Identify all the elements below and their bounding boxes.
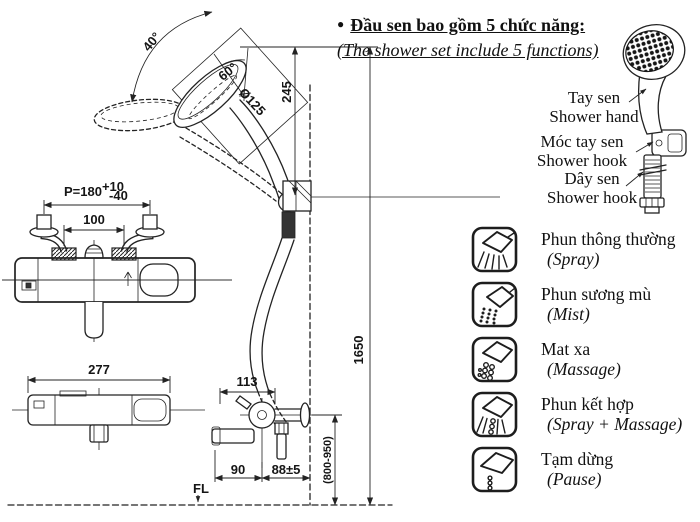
dim-center-distance: 100 [83,212,105,227]
function-label-en: (Spray) [547,249,600,269]
function-row-pause: Tạm dừng (Pause) [471,446,682,493]
function-label-vi: Mat xa [541,339,591,359]
function-row-massage: Mat xa (Massage) [471,336,682,383]
function-row-mist: Phun sương mù (Mist) [471,281,682,328]
faucet-top-view [12,388,205,450]
part-label-en: Shower hand [549,107,639,126]
section-header: ● Đầu sen bao gồm 5 chức năng: (The showe… [337,12,598,63]
function-label-en: (Pause) [547,469,602,489]
function-list: Phun thông thường (Spray) Phun sương mù … [471,226,682,501]
dim-wall-offset: 88±5 [272,462,301,477]
header-title-vietnamese: Đầu sen bao gồm 5 chức năng: [350,15,586,35]
bullet-icon: ● [337,17,345,31]
function-row-spray-massage: Phun kết hợp (Spray + Massage) [471,391,682,438]
wall-floor-lines [7,84,393,506]
function-label-vi: Phun thông thường [541,229,676,249]
massage-icon [471,336,518,383]
dim-pitch: P=180+10-40 [64,179,128,203]
mist-icon [471,281,518,328]
spray-icon [471,226,518,273]
faucet-side-view [211,395,342,468]
faucet-front-view [2,214,232,342]
function-row-spray: Phun thông thường (Spray) [471,226,682,273]
function-label-en: (Spray + Massage) [547,414,683,434]
shower-head-face [622,24,686,80]
pause-icon [471,446,518,493]
dim-swivel-angle: 40° [140,29,164,54]
function-label-vi: Tạm dừng [541,449,614,469]
function-label-en: (Mist) [547,304,590,324]
spray-massage-icon [471,391,518,438]
part-label-en: Shower hook [546,188,638,207]
dim-spout-reach: 90 [231,462,245,477]
dim-head-length: 245 [279,81,294,103]
part-label-shower-hook: Móc tay sen Shower hook [432,132,700,170]
dim-body-width: 277 [88,362,110,377]
shower-set-illustration [622,24,687,214]
part-label-shower-hose: Dây sen Shower hook [442,169,700,207]
part-label-en: Shower hook [536,151,628,170]
header-title-english: (The shower set include 5 functions) [337,40,599,60]
part-label-hand-shower: Tay sen Shower hand [444,88,700,126]
floor-level-label: FL [193,481,209,496]
function-label-en: (Massage) [547,359,621,379]
function-label-vi: Phun sương mù [541,284,652,304]
dim-total-height: 1650 [351,336,366,365]
part-label-vi: Móc tay sen [540,132,624,151]
dim-install-height: (800-950) [322,436,334,484]
part-label-vi: Tay sen [567,88,621,107]
part-label-vi: Dây sen [564,169,620,188]
dim-depth: 113 [237,374,258,389]
function-label-vi: Phun kết hợp [541,394,634,414]
